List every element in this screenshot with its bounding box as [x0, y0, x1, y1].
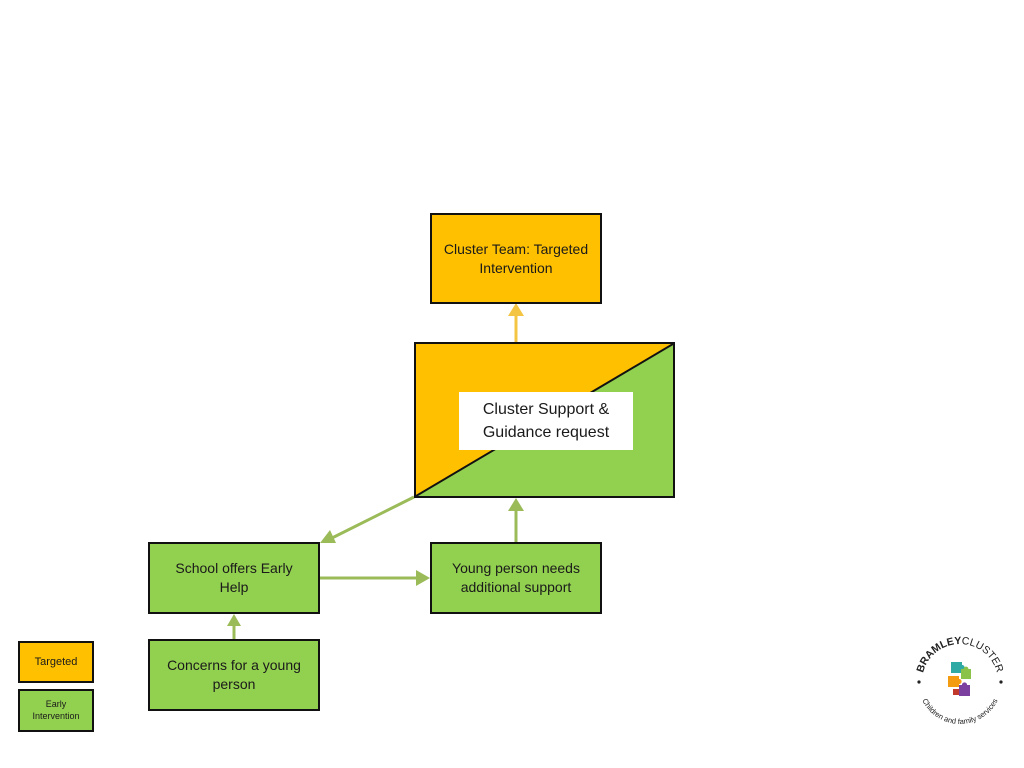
- node-young-person-line2: additional support: [460, 579, 572, 595]
- legend-early-line2: Intervention: [32, 710, 80, 721]
- legend-targeted: Targeted: [18, 641, 94, 683]
- node-cluster-support-line1: Cluster Support &: [482, 400, 610, 418]
- node-cluster-support: Cluster Support & Guidance request: [414, 342, 675, 498]
- arrow-concerns-to-school: [227, 614, 241, 639]
- node-cluster-team-line1: Cluster Team: Targeted: [443, 240, 589, 257]
- node-cluster-team-line2: Intervention: [479, 259, 553, 276]
- node-young-person-line1: Young person needs: [452, 560, 580, 577]
- node-school-line1: School offers Early: [175, 560, 293, 577]
- node-school-early-help: School offers Early Help: [148, 542, 320, 614]
- legend-early-line1: Early: [45, 698, 67, 709]
- arrow-young-person-to-support: [508, 498, 524, 542]
- legend-targeted-label: Targeted: [34, 655, 78, 668]
- node-cluster-support-line2: Guidance request: [482, 424, 610, 441]
- arrow-support-to-school: [320, 495, 415, 543]
- node-school-line2: Help: [219, 579, 249, 595]
- node-concerns-line2: person: [212, 676, 256, 692]
- bramley-cluster-logo: BRAMLEYCLUSTER Children and family servi…: [914, 635, 1005, 726]
- node-cluster-team: Cluster Team: Targeted Intervention: [430, 213, 602, 304]
- node-concerns: Concerns for a young person: [148, 639, 320, 711]
- puzzle-icon: [948, 662, 971, 696]
- arrow-school-to-young-person: [320, 570, 430, 586]
- node-concerns-line1: Concerns for a young: [167, 657, 301, 674]
- arrow-support-to-cluster-team: [508, 303, 524, 342]
- legend-early-intervention: Early Intervention: [18, 689, 94, 732]
- node-cluster-support-label: Cluster Support & Guidance request: [459, 392, 633, 450]
- node-young-person: Young person needs additional support: [430, 542, 602, 614]
